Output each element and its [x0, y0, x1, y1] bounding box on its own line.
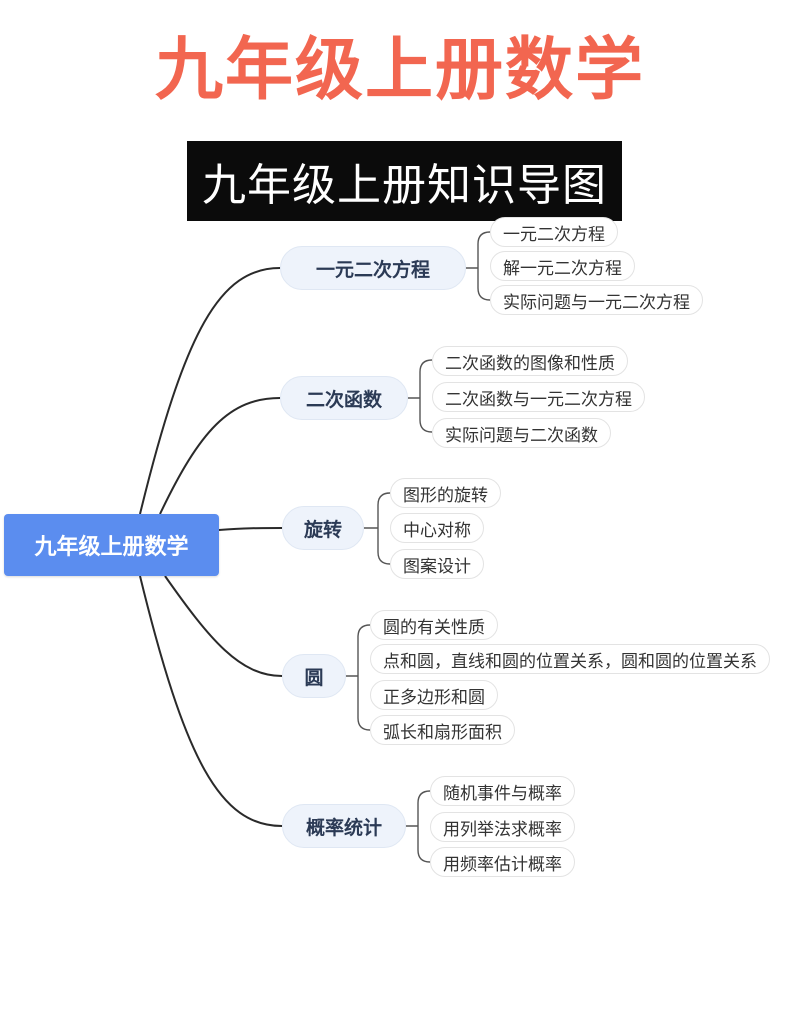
leaf-node: 弧长和扇形面积 — [370, 715, 515, 745]
leaf-node: 中心对称 — [390, 513, 484, 543]
leaf-node: 点和圆，直线和圆的位置关系，圆和圆的位置关系 — [370, 644, 770, 674]
topic-node-quadratic-function: 二次函数 — [280, 376, 408, 420]
subtitle-banner: 九年级上册知识导图 — [187, 141, 622, 221]
leaf-node: 用频率估计概率 — [430, 847, 575, 877]
leaf-node: 实际问题与一元二次方程 — [490, 285, 703, 315]
topic-node-rotation: 旋转 — [282, 506, 364, 550]
bracket-branch-5 — [406, 790, 431, 863]
connector-root-branch-3 — [218, 527, 283, 531]
page-title: 九年级上册数学 — [154, 31, 645, 110]
topic-node-circle: 圆 — [282, 654, 346, 698]
bracket-branch-4 — [346, 624, 371, 731]
connector-root-branch-2 — [159, 397, 281, 515]
leaf-node: 二次函数与一元二次方程 — [432, 382, 645, 412]
root-node: 九年级上册数学 — [4, 514, 219, 576]
leaf-node: 圆的有关性质 — [370, 610, 498, 640]
bracket-branch-1 — [466, 231, 491, 301]
leaf-node: 用列举法求概率 — [430, 812, 575, 842]
leaf-node: 随机事件与概率 — [430, 776, 575, 806]
connector-root-branch-4 — [164, 575, 283, 677]
connector-root-branch-1 — [139, 267, 281, 515]
topic-node-quadratic-equation: 一元二次方程 — [280, 246, 466, 290]
connector-root-branch-5 — [139, 575, 283, 827]
leaf-node: 图案设计 — [390, 549, 484, 579]
leaf-node: 一元二次方程 — [490, 217, 618, 247]
bracket-branch-2 — [408, 359, 433, 433]
bracket-branch-3 — [364, 492, 391, 565]
topic-node-probability: 概率统计 — [282, 804, 406, 848]
leaf-node: 图形的旋转 — [390, 478, 501, 508]
leaf-node: 二次函数的图像和性质 — [432, 346, 628, 376]
leaf-node: 实际问题与二次函数 — [432, 418, 611, 448]
leaf-node: 解一元二次方程 — [490, 251, 635, 281]
leaf-node: 正多边形和圆 — [370, 680, 498, 710]
